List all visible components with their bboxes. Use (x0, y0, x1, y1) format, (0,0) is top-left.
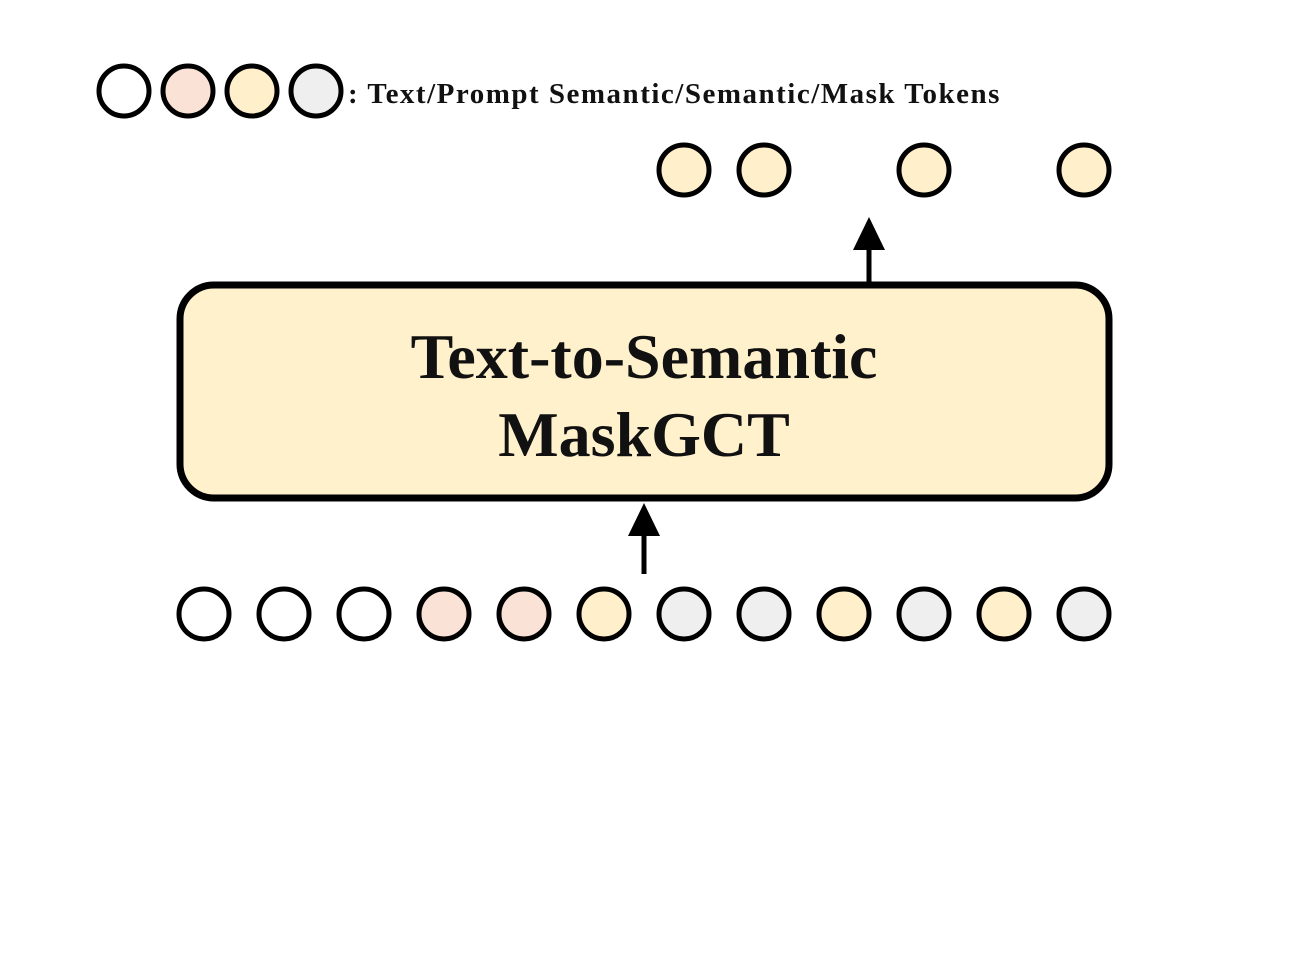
legend: : Text/Prompt Semantic/Semantic/Mask Tok… (96, 63, 1001, 119)
input-prompt-semantic-token (416, 586, 472, 642)
input-mask-token (896, 586, 952, 642)
input-prompt-semantic-token (496, 586, 552, 642)
legend-text-token (96, 63, 152, 119)
model-block: Text-to-Semantic MaskGCT (176, 281, 1113, 502)
input-text-token (176, 586, 232, 642)
output-semantic-token (1056, 142, 1112, 198)
input-arrow-head (628, 503, 660, 536)
output-semantic-token (896, 142, 952, 198)
input-semantic-token (816, 586, 872, 642)
model-title-line-1: Text-to-Semantic (411, 321, 878, 392)
input-semantic-token (976, 586, 1032, 642)
output-semantic-token (736, 142, 792, 198)
input-semantic-token (576, 586, 632, 642)
input-mask-token (1056, 586, 1112, 642)
model-box (176, 281, 1113, 502)
input-token-row (176, 586, 1112, 642)
output-semantic-token (656, 142, 712, 198)
input-mask-token (656, 586, 712, 642)
input-mask-token (736, 586, 792, 642)
input-text-token (336, 586, 392, 642)
output-token-row (656, 142, 1112, 198)
output-arrow-head (853, 217, 885, 250)
input-arrow (628, 503, 660, 574)
input-text-token (256, 586, 312, 642)
model-title-line-2: MaskGCT (498, 399, 790, 470)
output-arrow (853, 217, 885, 283)
legend-semantic-token (224, 63, 280, 119)
legend-token-swatches (96, 63, 344, 119)
legend-label: : Text/Prompt Semantic/Semantic/Mask Tok… (348, 78, 1001, 110)
legend-prompt-semantic-token (160, 63, 216, 119)
legend-mask-token (288, 63, 344, 119)
